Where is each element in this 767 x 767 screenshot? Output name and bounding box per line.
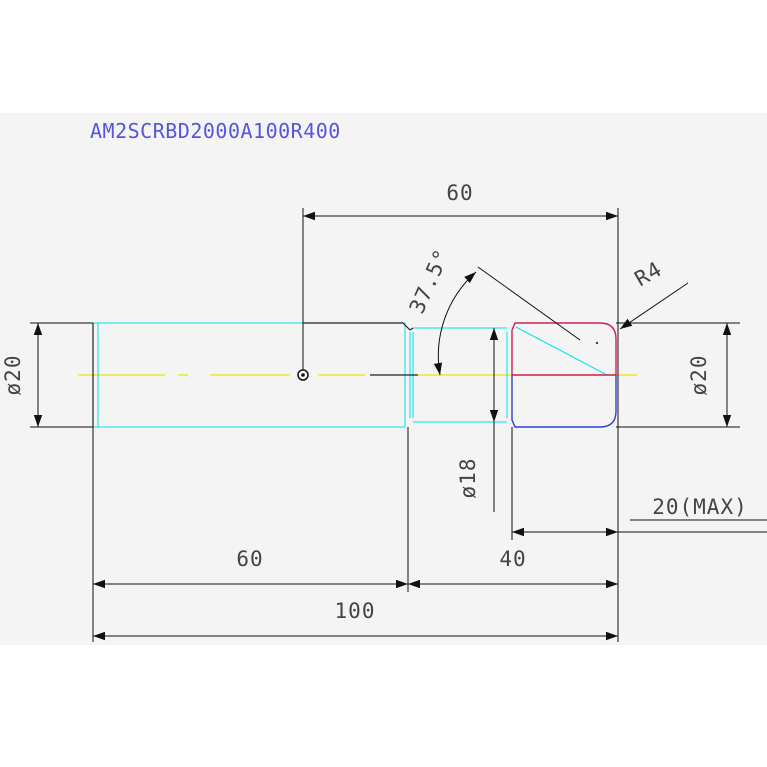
dim-total-100: 100 <box>335 599 376 623</box>
head-body <box>511 322 617 428</box>
dim-neck-diameter: ø18 <box>456 458 480 499</box>
head-center-dot <box>595 341 599 345</box>
dimension-lines <box>33 211 767 641</box>
dim-left-diameter: ø20 <box>1 355 25 396</box>
dim-tip-max: 20(MAX) <box>652 495 748 519</box>
part-number-title: AM2SCRBD2000A100R400 <box>90 119 341 143</box>
dim-shank-60: 60 <box>236 547 263 571</box>
extension-lines <box>30 208 740 642</box>
datum-point <box>297 369 309 381</box>
dim-top-60: 60 <box>446 181 473 205</box>
dim-angle: 37.5° <box>405 245 455 317</box>
dim-radius: R4 <box>631 257 667 291</box>
drawing-panel <box>0 113 767 645</box>
dim-head-40: 40 <box>499 547 526 571</box>
shank-outline <box>92 322 418 427</box>
dim-right-diameter: ø20 <box>687 355 711 396</box>
